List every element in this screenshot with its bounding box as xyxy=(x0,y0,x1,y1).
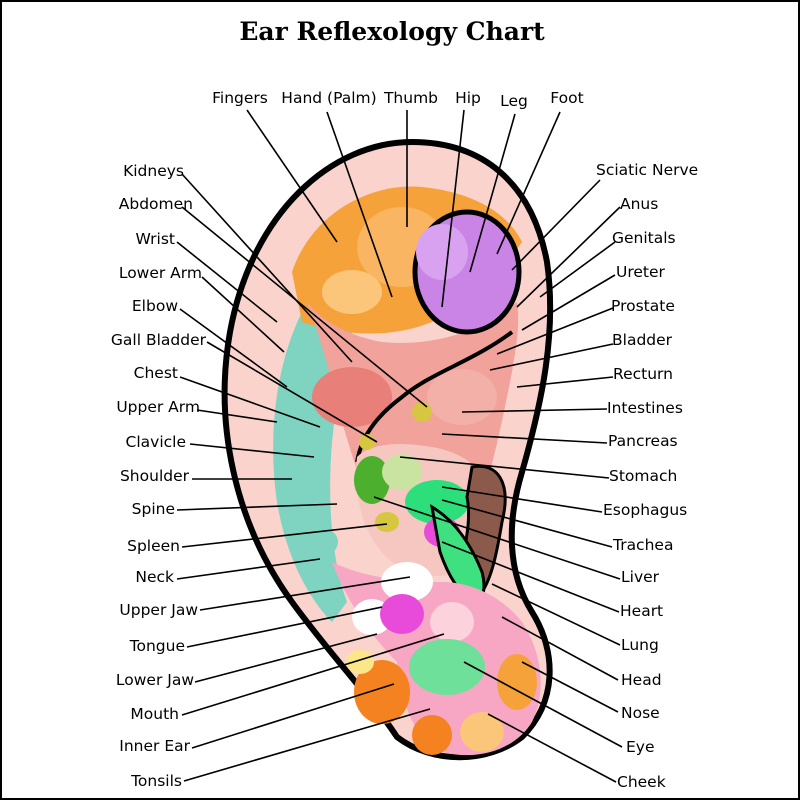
leader-sciatic-nerve xyxy=(511,179,601,271)
label-liver: Liver xyxy=(621,568,660,586)
label-wrist: Wrist xyxy=(136,230,175,248)
leader-intestines xyxy=(461,408,608,413)
leader-lower-jaw xyxy=(194,633,378,683)
leader-mouth xyxy=(181,633,445,716)
leader-esophagus xyxy=(441,486,603,513)
label-leg: Leg xyxy=(500,92,528,110)
label-recturn: Recturn xyxy=(613,365,673,383)
lower-jaw-zone xyxy=(409,639,485,695)
leader-nose xyxy=(521,661,619,713)
leader-neck xyxy=(176,558,321,580)
leader-genitals xyxy=(539,241,616,298)
label-anus: Anus xyxy=(620,195,658,213)
labels: Fingers Hand (Palm) Thumb Hip Leg Foot K… xyxy=(111,89,698,791)
label-spleen: Spleen xyxy=(127,537,180,555)
label-clavicle: Clavicle xyxy=(126,433,186,451)
leader-clavicle xyxy=(189,443,315,458)
label-chest: Chest xyxy=(134,364,178,382)
spleen-zone xyxy=(375,512,399,532)
label-shoulder: Shoulder xyxy=(120,467,190,485)
label-foot: Foot xyxy=(550,89,583,107)
label-ureter: Ureter xyxy=(616,263,666,281)
label-tongue: Tongue xyxy=(129,637,185,655)
leader-upper-arm xyxy=(196,409,278,423)
label-head: Head xyxy=(621,671,662,689)
label-eye: Eye xyxy=(626,738,655,756)
label-mouth: Mouth xyxy=(130,705,179,723)
leader-heart xyxy=(441,541,620,613)
leader-tongue xyxy=(186,606,383,648)
leader-liver xyxy=(373,496,621,580)
leader-cheek xyxy=(487,713,617,783)
leader-spine xyxy=(176,503,338,511)
leader-eye xyxy=(463,661,623,748)
leader-gall-bladder xyxy=(206,341,378,443)
label-lower-arm: Lower Arm xyxy=(119,264,202,282)
label-lower-jaw: Lower Jaw xyxy=(116,671,194,689)
mouth-zone xyxy=(354,660,410,724)
label-elbow: Elbow xyxy=(132,297,178,315)
label-sciatic-nerve: Sciatic Nerve xyxy=(596,161,698,179)
leader-lung xyxy=(491,583,621,646)
label-tonsils: Tonsils xyxy=(130,772,182,790)
label-cheek: Cheek xyxy=(617,773,666,791)
leader-anus xyxy=(516,206,621,308)
leader-chest xyxy=(179,376,321,428)
ear-illustration xyxy=(221,138,554,761)
leader-kidneys xyxy=(181,173,353,363)
label-stomach: Stomach xyxy=(609,467,677,485)
label-trachea: Trachea xyxy=(612,536,673,554)
leader-leg xyxy=(469,113,516,273)
label-intestines: Intestines xyxy=(607,399,683,417)
label-nose: Nose xyxy=(621,704,660,722)
chart-title: Ear Reflexology Chart xyxy=(239,17,545,46)
leader-head xyxy=(501,616,619,681)
label-bladder: Bladder xyxy=(612,331,673,349)
leader-trachea xyxy=(441,499,613,548)
leader-lines xyxy=(176,109,623,783)
label-neck: Neck xyxy=(135,568,174,586)
leader-pancreas xyxy=(441,433,608,444)
label-pancreas: Pancreas xyxy=(608,432,678,450)
leader-fingers xyxy=(246,109,338,243)
leader-ureter xyxy=(521,274,616,331)
leader-hand-palm xyxy=(326,111,393,298)
tonsils-zone xyxy=(412,715,452,755)
leader-hip xyxy=(441,109,465,308)
label-heart: Heart xyxy=(620,602,663,620)
label-prostate: Prostate xyxy=(611,297,675,315)
leader-lower-arm xyxy=(201,276,285,353)
label-lung: Lung xyxy=(621,636,659,654)
leader-spleen xyxy=(181,523,388,548)
label-esophagus: Esophagus xyxy=(603,501,687,519)
leader-stomach xyxy=(399,456,610,479)
leader-elbow xyxy=(179,308,288,388)
leader-foot xyxy=(496,111,561,255)
label-genitals: Genitals xyxy=(612,229,676,247)
leader-bladder xyxy=(489,343,614,371)
label-kidneys: Kidneys xyxy=(123,162,184,180)
tongue-zone xyxy=(380,594,424,634)
label-hip: Hip xyxy=(455,89,481,107)
leader-inner-ear xyxy=(191,683,395,749)
label-abdomen: Abdomen xyxy=(119,195,193,213)
leader-recturn xyxy=(516,376,614,388)
leader-wrist xyxy=(176,241,278,323)
leader-abdomen xyxy=(181,206,428,408)
leader-upper-jaw xyxy=(199,576,411,611)
label-upper-jaw: Upper Jaw xyxy=(119,601,198,619)
label-thumb: Thumb xyxy=(383,89,438,107)
label-gall-bladder: Gall Bladder xyxy=(111,331,207,349)
label-inner-ear: Inner Ear xyxy=(119,737,190,755)
label-fingers: Fingers xyxy=(212,89,268,107)
stomach-zone xyxy=(354,456,390,504)
leader-prostate xyxy=(496,307,614,355)
label-spine: Spine xyxy=(132,500,175,518)
label-hand-palm: Hand (Palm) xyxy=(281,89,376,107)
label-upper-arm: Upper Arm xyxy=(116,398,200,416)
leader-tonsils xyxy=(183,708,431,782)
cheek-zone xyxy=(460,712,504,752)
